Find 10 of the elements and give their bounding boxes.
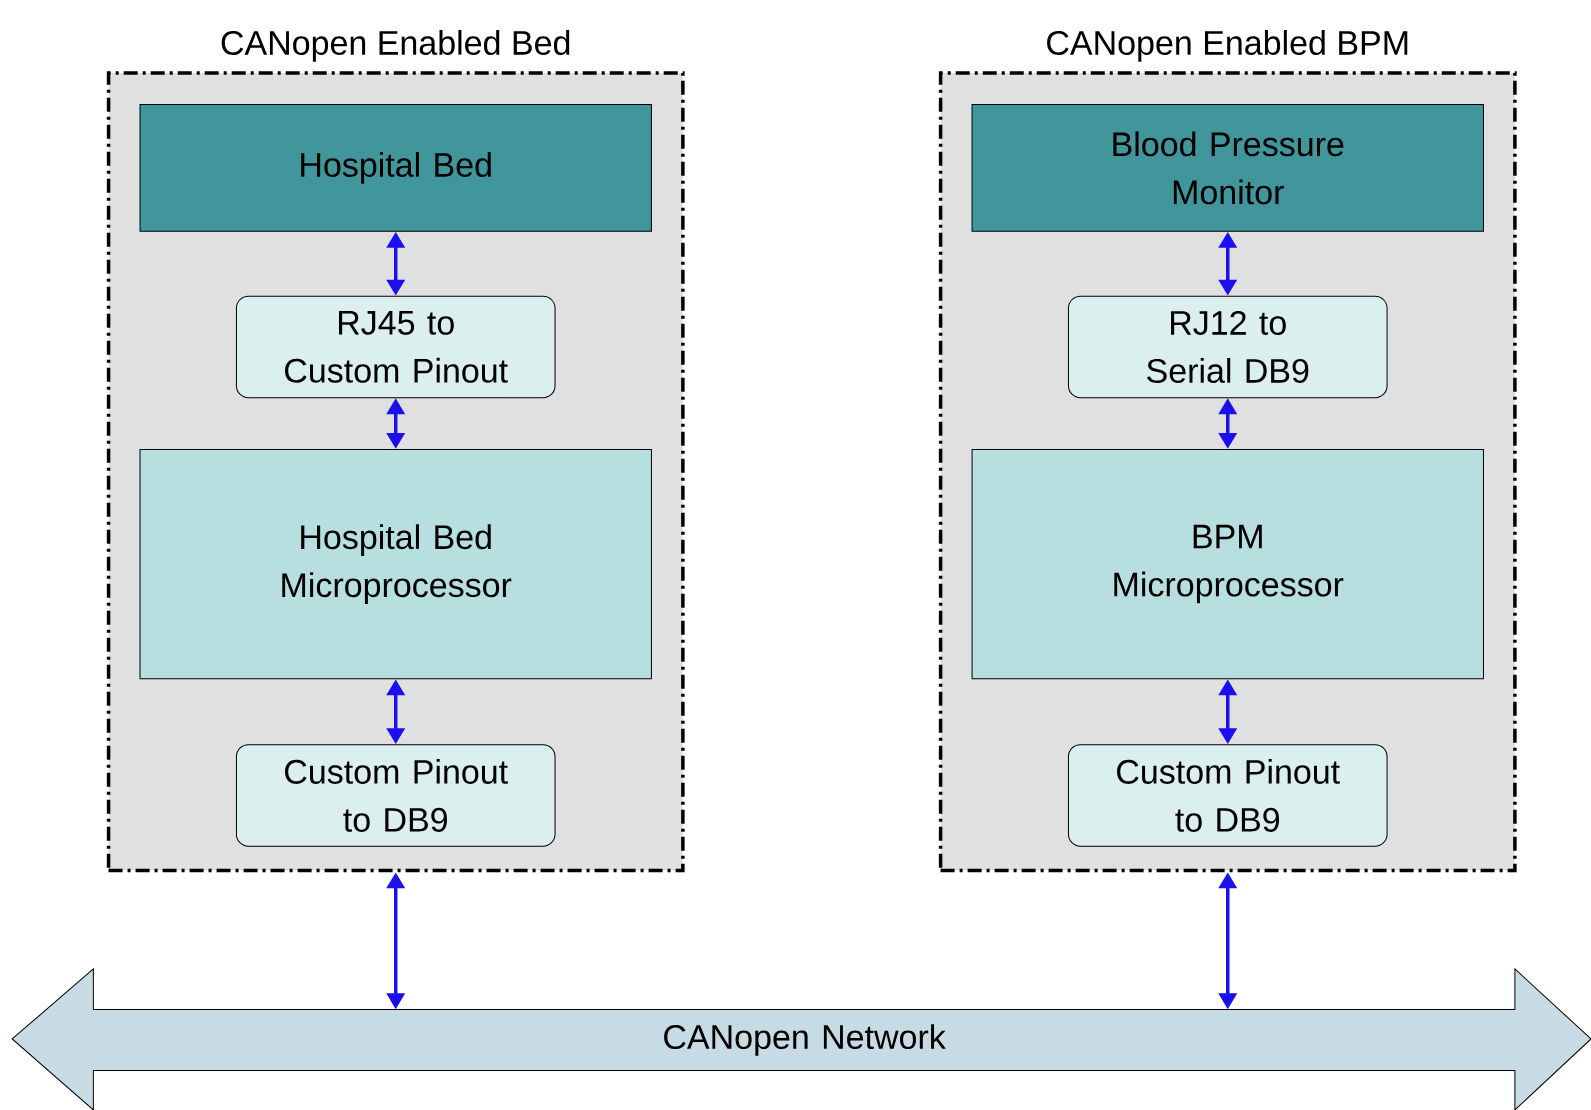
processor-box: Hospital Bed Microprocessor xyxy=(139,448,652,680)
node-label: CANopen Enabled Bed xyxy=(221,30,570,62)
connector-box: Custom Pinout to DB9 xyxy=(235,744,556,847)
device-box: Hospital Bed xyxy=(139,103,652,232)
connector-box: Custom Pinout to DB9 xyxy=(1067,744,1388,847)
node-label: CANopen Enabled BPM xyxy=(1047,30,1408,62)
connector-box: RJ45 to Custom Pinout xyxy=(235,295,556,399)
processor-box: BPM Microprocessor xyxy=(971,448,1484,680)
device-box: Blood Pressure Monitor xyxy=(971,103,1484,232)
connector-box: RJ12 to Serial DB9 xyxy=(1067,295,1388,399)
